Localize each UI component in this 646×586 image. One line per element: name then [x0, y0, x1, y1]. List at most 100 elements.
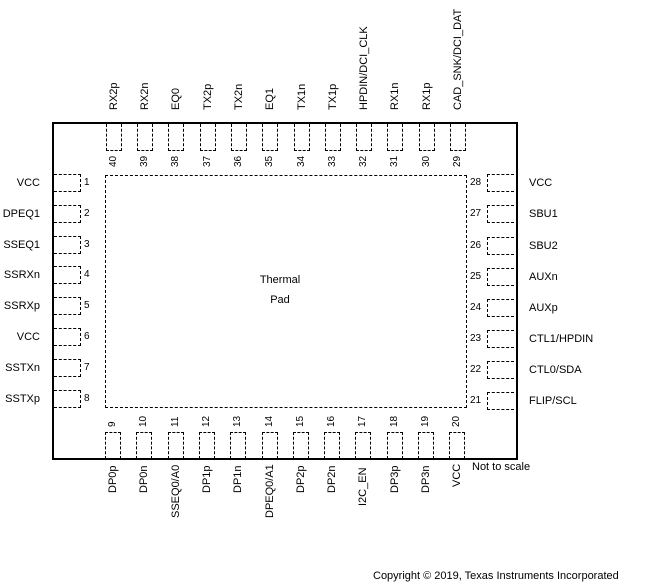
pin-pad	[487, 392, 514, 410]
pin-name: VCC	[529, 177, 553, 190]
pin-name: TX2p	[201, 83, 214, 110]
pin-pad	[54, 328, 81, 346]
pin-pad	[293, 124, 310, 151]
pin-pad	[487, 236, 514, 255]
pin-name: AUXp	[529, 301, 558, 314]
pin-number: 26	[470, 239, 482, 251]
pin-pad	[261, 432, 278, 459]
pin-number: 13	[232, 415, 244, 427]
pin-name: RX2p	[107, 82, 120, 110]
thermal-pad-label-line2: Pad	[270, 294, 290, 306]
pin-name: CTL0/SDA	[529, 363, 582, 376]
pin-pad	[418, 432, 434, 459]
pin-name: TX2n	[232, 83, 245, 110]
scale-note: Not to scale	[472, 461, 531, 473]
pin-pad	[54, 266, 81, 285]
pin-number: 38	[170, 155, 182, 167]
pin-pad	[386, 432, 403, 459]
pin-pad	[54, 389, 81, 408]
pin-name: RX1p	[420, 82, 433, 110]
pin-number: 39	[139, 155, 150, 167]
pin-name: DPEQ0/A1	[263, 464, 276, 519]
pin-name: SSRXn	[3, 269, 40, 282]
pin-pad	[292, 432, 309, 459]
pin-number: 18	[388, 415, 400, 427]
pin-number: 35	[264, 155, 276, 167]
pin-number: 3	[84, 238, 90, 250]
pin-pad	[387, 124, 404, 151]
pin-name: CAD_SNK/DCI_DAT	[452, 8, 464, 110]
pin-pad	[487, 329, 514, 348]
pin-pad	[230, 124, 247, 151]
pin-name: EQ0	[170, 87, 183, 110]
pin-number: 23	[470, 332, 482, 344]
pin-name: RX1n	[389, 82, 402, 110]
pin-pad	[355, 432, 372, 459]
pin-number: 33	[326, 155, 338, 167]
pin-pad	[105, 432, 121, 459]
pin-number: 11	[169, 416, 181, 427]
pin-name: SSRXp	[3, 300, 40, 313]
pin-pad	[54, 174, 81, 192]
thermal-pad-label: Thermal Pad	[230, 270, 330, 310]
pin-pad	[54, 358, 81, 377]
pin-number: 29	[452, 155, 463, 167]
pin-name: FLIP/SCL	[529, 395, 577, 407]
pin-name: RX2n	[139, 82, 151, 110]
pin-pad	[262, 124, 279, 151]
pin-number: 31	[389, 155, 401, 167]
pin-number: 21	[470, 395, 482, 406]
pin-number: 12	[200, 415, 212, 427]
pin-pad	[487, 205, 514, 224]
pin-pad	[168, 124, 185, 151]
pin-name: CTL1/HPDIN	[529, 332, 594, 345]
pin-name: EQ1	[264, 87, 277, 110]
thermal-pad-label-line1: Thermal	[259, 274, 301, 286]
pin-number: 6	[84, 331, 90, 342]
thermal-pad	[105, 175, 467, 408]
pin-number: 40	[107, 155, 119, 167]
pin-name: SSTXn	[5, 361, 40, 374]
pin-pad	[450, 124, 466, 151]
pin-name: TX1n	[295, 83, 308, 110]
pin-number: 7	[84, 361, 90, 373]
pin-pad	[167, 432, 184, 459]
pin-name: TX1p	[326, 83, 339, 110]
pin-pad	[487, 267, 514, 286]
pin-number: 28	[470, 177, 482, 189]
pin-name: I2C_EN	[357, 467, 370, 506]
pin-number: 17	[357, 415, 369, 427]
pin-pad	[324, 124, 341, 151]
package-outline	[52, 122, 518, 460]
pin-number: 32	[358, 155, 370, 167]
pin-number: 22	[470, 363, 482, 375]
pin-pad	[449, 432, 466, 459]
pin-pad	[198, 432, 215, 459]
pin-number: 34	[295, 155, 307, 167]
pin-name: HPDIN/DCI_CLK	[358, 26, 371, 110]
pin-name: SBU2	[529, 239, 558, 252]
pin-name: SSTXp	[5, 392, 40, 405]
pin-number: 20	[451, 415, 463, 427]
pin-number: 24	[470, 301, 482, 313]
pin-pad	[54, 297, 81, 316]
pin-number: 8	[84, 392, 90, 404]
pin-number: 19	[420, 415, 431, 427]
pin-name: DP3p	[388, 465, 401, 494]
pin-name: SSEQ0/A0	[169, 465, 182, 519]
pin-name: SSEQ1	[3, 238, 40, 251]
pin-name: VCC	[451, 463, 464, 487]
pin-name: DP1n	[232, 465, 245, 494]
pin-name: SBU1	[529, 208, 558, 221]
pin-name: AUXn	[529, 270, 558, 283]
pin-pad	[487, 360, 514, 379]
pin-number: 2	[84, 207, 90, 219]
pin-number: 27	[470, 208, 482, 220]
pin-pad	[136, 432, 153, 459]
pin-number: 30	[420, 155, 432, 167]
pin-number: 36	[232, 155, 244, 167]
pin-name: DPEQ1	[2, 207, 40, 220]
pin-pad	[137, 124, 153, 151]
pin-pad	[356, 124, 373, 151]
pin-name: VCC	[16, 177, 40, 189]
